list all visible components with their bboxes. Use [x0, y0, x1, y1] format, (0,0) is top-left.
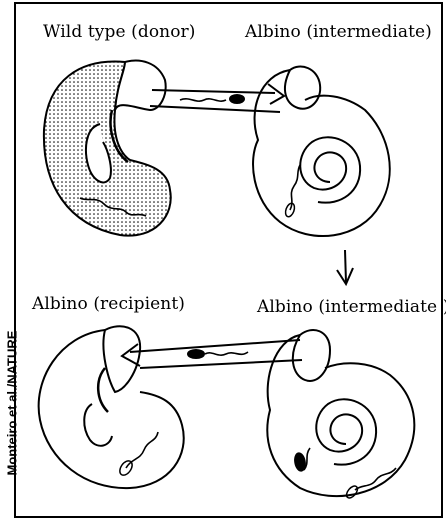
label-albino-intermediate-bottom: Albino (intermediate ): [257, 297, 446, 317]
transfer-arrow-top: [149, 83, 286, 113]
albino-intermediate-snail-top: [252, 65, 391, 238]
wild-type-worm: [79, 197, 147, 217]
albino-worm-bottom-2: [354, 467, 397, 491]
parasite-in-transit-bottom: [204, 351, 249, 356]
transfer-arrow-bottom: [120, 339, 303, 369]
albino-shell-bottom: [266, 334, 416, 498]
wild-type-aperture: [114, 59, 167, 112]
wild-type-lip: [109, 109, 129, 163]
wild-type-inner-whorl: [85, 123, 112, 184]
down-arrow: [336, 249, 354, 287]
albino-shell-top: [252, 69, 391, 238]
albino-spiral-bottom: [315, 398, 378, 466]
albino-intermediate-snail-bottom: [266, 329, 416, 499]
label-albino-intermediate-top: Albino (intermediate): [245, 22, 432, 42]
recipient-inner-whorl: [83, 403, 113, 447]
recipient-lip: [97, 367, 109, 413]
parasite-in-transit-top: [179, 98, 227, 102]
albino-recipient-snail: [37, 325, 185, 490]
label-wild-type-donor: Wild type (donor): [43, 22, 196, 42]
albino-aperture-bottom: [291, 329, 332, 382]
recipient-shell: [37, 329, 185, 490]
recipient-aperture: [102, 325, 142, 394]
albino-worm-top: [289, 164, 301, 211]
wild-type-snail: [42, 59, 172, 237]
albino-aperture-top: [283, 65, 322, 110]
albino-spiral-top: [299, 136, 362, 204]
wild-type-shell: [42, 60, 172, 237]
label-albino-recipient: Albino (recipient): [32, 294, 185, 314]
